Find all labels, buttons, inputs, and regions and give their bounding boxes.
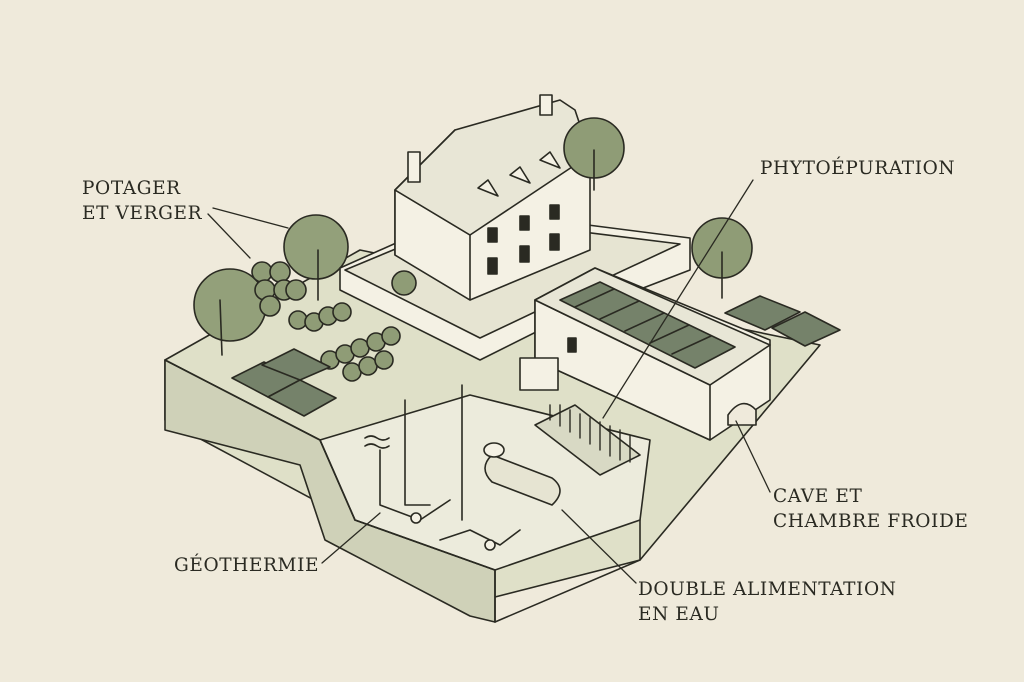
tree-behind-house [563,117,625,191]
label-double-alimentation-en-eau: DOUBLE ALIMENTATION EN EAU [638,577,897,627]
label-potager-line-2: ET VERGER [82,203,203,224]
label-double-line-2: EN EAU [638,604,720,625]
water-tank [483,442,561,506]
vegetable-beds [231,348,337,417]
orchard [193,214,401,382]
slab-edge [164,359,496,623]
cellar-arch [727,402,757,426]
label-geothermie: GÉOTHERMIE [174,553,319,578]
solar-panels [559,281,736,369]
geothermal-pipes [364,384,521,551]
courtyard-bush [391,270,417,296]
label-cave-line-2: CHAMBRE FROIDE [773,511,969,532]
garden-plots-right [724,295,841,347]
tree-right [691,217,753,299]
label-cave-et-chambre-froide: CAVE ET CHAMBRE FROIDE [773,484,968,534]
label-potager-et-verger: POTAGER ET VERGER [82,176,202,226]
reed-bed [519,357,641,476]
main-house [394,94,591,301]
label-cave-line-1: CAVE ET [773,486,863,507]
label-phytoepuration: PHYTOÉPURATION [760,156,955,181]
label-potager-line-1: POTAGER [82,178,181,199]
label-geothermie-text: GÉOTHERMIE [174,555,320,576]
leader-lines [207,179,771,584]
label-double-line-1: DOUBLE ALIMENTATION [638,579,897,600]
label-phytoepuration-text: PHYTOÉPURATION [760,158,956,179]
